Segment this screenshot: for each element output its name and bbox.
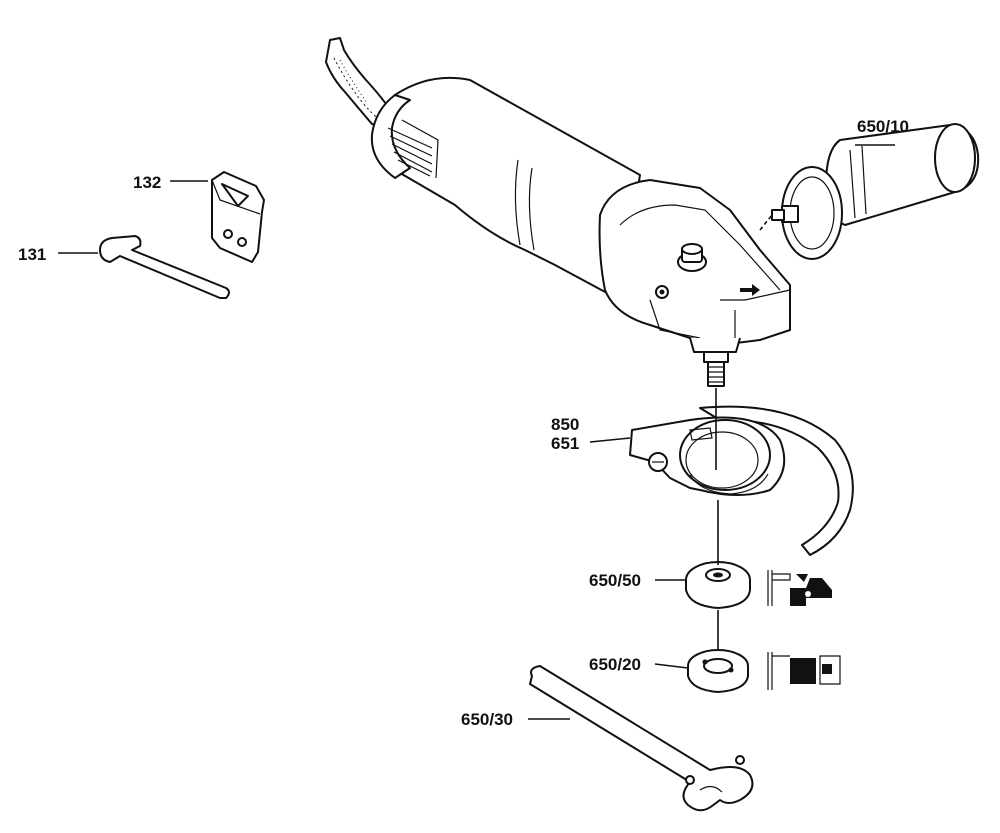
part-label-650-10: 650/10	[857, 117, 909, 136]
nut-profile-detail	[767, 652, 841, 690]
part-label-132: 132	[133, 173, 161, 192]
part-label-650-30: 650/30	[461, 710, 513, 729]
part-label-651: 651	[551, 434, 579, 453]
assembly-axis	[715, 388, 719, 650]
part-label-650-50: 650/50	[589, 571, 641, 590]
hex-key	[99, 235, 230, 299]
part-label-850: 850	[551, 415, 579, 434]
leader-lines	[58, 144, 895, 720]
flange-profile-detail	[767, 570, 832, 606]
leader-851	[589, 437, 631, 443]
backing-flange	[685, 561, 832, 609]
angle-grinder-body	[370, 76, 791, 387]
clamping-nut	[687, 649, 841, 693]
side-handle	[759, 123, 980, 260]
wheel-guard	[629, 405, 854, 556]
leader-650-20	[654, 663, 689, 669]
part-label-131: 131	[18, 245, 46, 264]
part-labels: 650/10 132 131 850 651 650/50 650/20 650…	[18, 117, 909, 729]
bracket-plate	[211, 171, 265, 263]
pin-spanner-wrench	[529, 665, 754, 812]
part-label-650-20: 650/20	[589, 655, 641, 674]
motor-vent-slots	[387, 119, 439, 179]
